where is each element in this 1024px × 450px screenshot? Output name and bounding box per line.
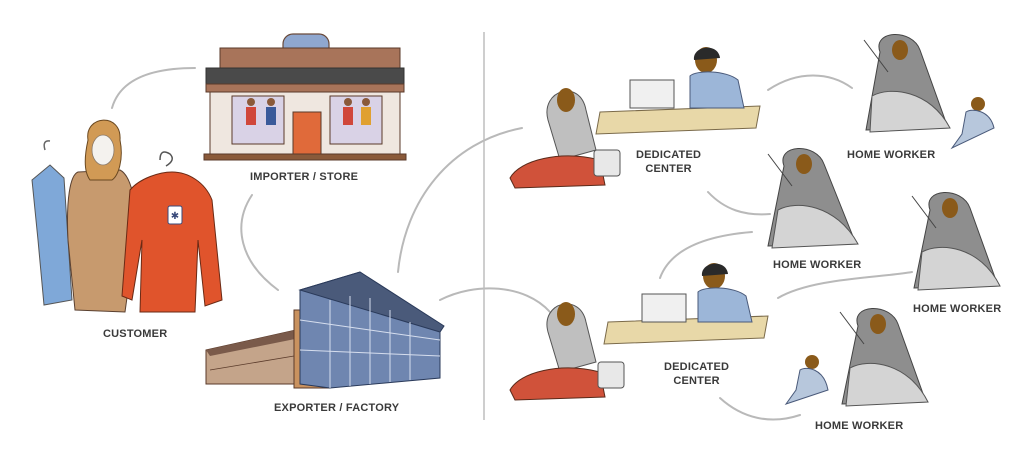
home-worker-1-illustration <box>863 34 995 150</box>
connector-customer-store <box>111 67 196 109</box>
label-importer-store: IMPORTER / STORE <box>250 171 359 183</box>
dedicated-center-top-illustration <box>509 47 761 189</box>
label-dedicated-center-bottom-line1: DEDICATED <box>664 361 730 373</box>
connector-center-top-homeworker-2 <box>707 191 771 216</box>
connectors <box>111 32 913 421</box>
connector-center-top-homeworker-1 <box>767 74 853 91</box>
home-worker-4-illustration <box>784 308 929 407</box>
label-home-worker-2: HOME WORKER <box>773 259 862 271</box>
label-exporter-factory: EXPORTER / FACTORY <box>274 402 400 414</box>
connector-center-bottom-homeworker-2 <box>659 231 753 279</box>
svg-text:✱: ✱ <box>171 211 179 222</box>
label-dedicated-center-top-line1: DEDICATED <box>636 149 702 161</box>
label-dedicated-center-bottom: DEDICATED CENTER <box>664 360 729 388</box>
connector-store-factory <box>240 194 279 291</box>
home-worker-3-illustration <box>911 192 1001 291</box>
label-dedicated-center-bottom-line2: CENTER <box>673 375 720 387</box>
connector-factory-center-top <box>397 127 523 273</box>
connector-factory-center-bottom <box>439 287 551 313</box>
label-customer: CUSTOMER <box>103 328 168 340</box>
label-dedicated-center-top-line2: CENTER <box>645 163 692 175</box>
label-dedicated-center-top: DEDICATED CENTER <box>636 148 701 176</box>
label-home-worker-4: HOME WORKER <box>815 420 904 432</box>
label-home-worker-1: HOME WORKER <box>847 149 936 161</box>
home-worker-2-illustration <box>767 148 859 249</box>
connector-center-bottom-homeworker-4 <box>719 397 801 421</box>
connector-center-bottom-homeworker-3 <box>777 271 913 299</box>
customer-illustration: ✱ <box>31 119 223 313</box>
dedicated-center-bottom-illustration <box>509 263 769 401</box>
store-illustration <box>203 33 407 161</box>
factory-illustration <box>205 271 445 389</box>
label-home-worker-3: HOME WORKER <box>913 303 1002 315</box>
